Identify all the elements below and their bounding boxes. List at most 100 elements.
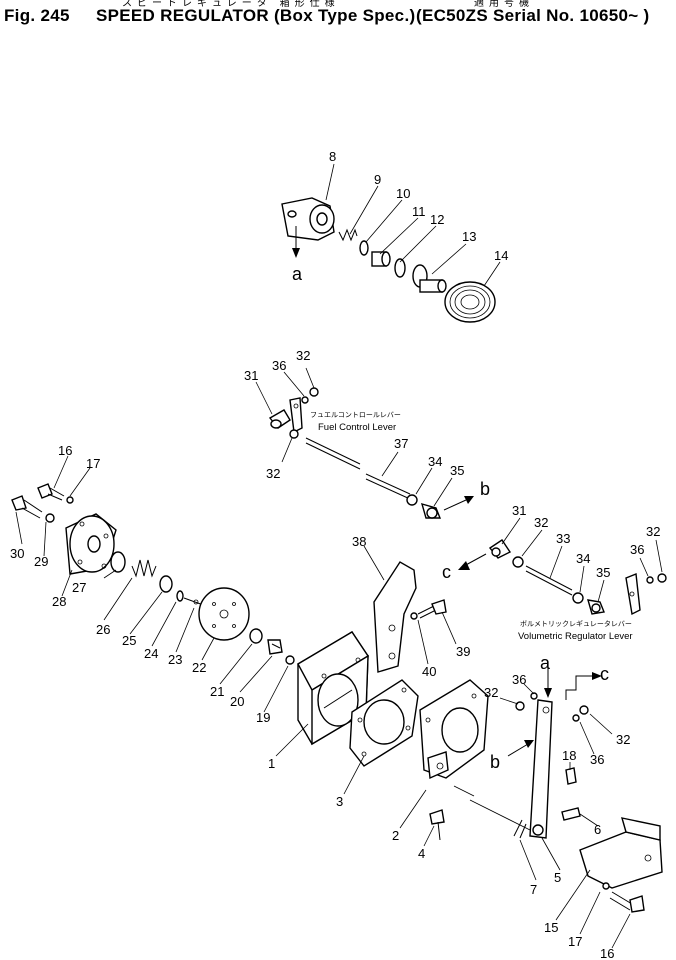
serial-japanese: 適用号機 (474, 0, 534, 9)
callout-26: 26 (96, 622, 110, 637)
callout-32-lever-left: 32 (484, 685, 498, 700)
spring-part-9 (338, 228, 358, 242)
callout-7: 7 (530, 882, 537, 897)
arrow-c-lower-shaft (565, 675, 594, 700)
arrow-b-lower-head (524, 740, 534, 748)
bracket-part-38 (373, 561, 417, 673)
regulator-box-part-1 (297, 631, 369, 746)
callout-33: 33 (556, 531, 570, 546)
bolt-part-30 (11, 495, 43, 519)
callout-34-fuel: 34 (428, 454, 442, 469)
rod-part-33 (525, 565, 573, 596)
title-japanese: スピードレギュレータ 箱形仕様 (122, 0, 340, 9)
washer-part-36-right (646, 576, 654, 584)
washer-part-36-upper (301, 396, 309, 404)
callout-16-left: 16 (58, 443, 72, 458)
arrow-a-top-head (292, 248, 300, 258)
arrow-b-label-lower: b (490, 752, 500, 772)
callout-9: 9 (374, 172, 381, 187)
callout-14: 14 (494, 248, 508, 263)
callout-30: 30 (10, 546, 24, 561)
oring-part-12 (394, 258, 406, 278)
nut-part-32-lever-right (579, 705, 589, 715)
arrow-b-upper-head (464, 496, 474, 504)
gasket-part-3 (349, 679, 419, 767)
serial-range: (EC50ZS Serial No. 10650~ ) (416, 6, 650, 25)
washer-part-17-left (66, 496, 74, 504)
cap-sleeve-part-8 (281, 197, 335, 241)
nut-part-34-upper (406, 494, 418, 506)
bolt-part-16-lower (609, 891, 645, 913)
callout-35-vol: 35 (596, 565, 610, 580)
bolt-part-4 (429, 809, 445, 841)
diaphragm-part-22 (198, 587, 250, 641)
arrow-b-lower-shaft (507, 743, 529, 757)
callout-32-vol: 32 (534, 515, 548, 530)
arrow-c-left-shaft (463, 553, 487, 567)
callout-4: 4 (418, 846, 425, 861)
pin-part-18 (565, 767, 577, 785)
callout-2: 2 (392, 828, 399, 843)
elbow-part-31-right (488, 539, 512, 559)
spring-part-26 (131, 559, 157, 578)
plunger-part-13 (412, 264, 447, 293)
callout-8: 8 (329, 149, 336, 164)
callout-6: 6 (594, 822, 601, 837)
ball-joint-part-35-upper (420, 502, 442, 519)
callout-32-lever-right: 32 (616, 732, 630, 747)
bolt-part-39 (417, 599, 447, 619)
volumetric-lever-label: Volumetric Regulator Lever (518, 631, 633, 642)
figure-number: Fig. 245 (4, 6, 70, 25)
callout-38: 38 (352, 534, 366, 549)
callout-27: 27 (72, 580, 86, 595)
regulator-lever-arm-part (529, 699, 553, 839)
callout-13: 13 (462, 229, 476, 244)
washer-part-24 (176, 590, 184, 602)
callout-15: 15 (544, 920, 558, 935)
callout-23: 23 (168, 652, 182, 667)
callout-32-fuel-top: 32 (296, 348, 310, 363)
callout-31-vol: 31 (512, 503, 526, 518)
washer-part-40 (410, 612, 418, 620)
callout-11: 11 (412, 204, 426, 219)
callout-36-lever-right: 36 (590, 752, 604, 767)
arrow-a-label-top: a (292, 264, 303, 284)
ball-joint-part-35-right (587, 599, 605, 615)
washer-part-17-lower (602, 882, 610, 890)
bushing-part-27 (110, 551, 126, 573)
housing-part-2 (419, 679, 489, 780)
callout-25: 25 (122, 633, 136, 648)
callout-29: 29 (34, 554, 48, 569)
flange-part-28 (65, 513, 117, 575)
callout-28: 28 (52, 594, 66, 609)
volumetric-regulator-lever-part (625, 573, 641, 616)
callout-19: 19 (256, 710, 270, 725)
collar-part-11 (371, 251, 391, 267)
callout-10: 10 (396, 186, 410, 201)
callout-21: 21 (210, 684, 224, 699)
callout-34-vol: 34 (576, 551, 590, 566)
washer-part-36-lever-right (572, 714, 580, 722)
callout-17-lower: 17 (568, 934, 582, 949)
callout-16-lower: 16 (600, 946, 614, 960)
nut-part-32-lever-left (515, 701, 525, 711)
callout-36-fuel: 36 (272, 358, 286, 373)
callout-36-vol: 36 (630, 542, 644, 557)
arrow-b-upper-shaft (443, 499, 467, 511)
elbow-part-31-upper (268, 409, 291, 429)
arrow-a-label-lower: a (540, 653, 551, 673)
callout-5: 5 (554, 870, 561, 885)
union-part-20 (267, 639, 283, 655)
fuel-lever-japanese: フュエルコントロールレバー (310, 411, 401, 419)
figure-title: SPEED REGULATOR (Box Type Spec.) (96, 6, 416, 25)
bolt-part-16-left (37, 483, 65, 501)
rod-part-37 (305, 437, 411, 500)
ring-part-10 (359, 240, 369, 256)
callout-40: 40 (422, 664, 436, 679)
washer-part-36-lever-left (530, 692, 538, 700)
callout-24: 24 (144, 646, 158, 661)
callout-37: 37 (394, 436, 408, 451)
callout-18: 18 (562, 748, 576, 763)
arrow-c-label-left: c (442, 562, 451, 582)
